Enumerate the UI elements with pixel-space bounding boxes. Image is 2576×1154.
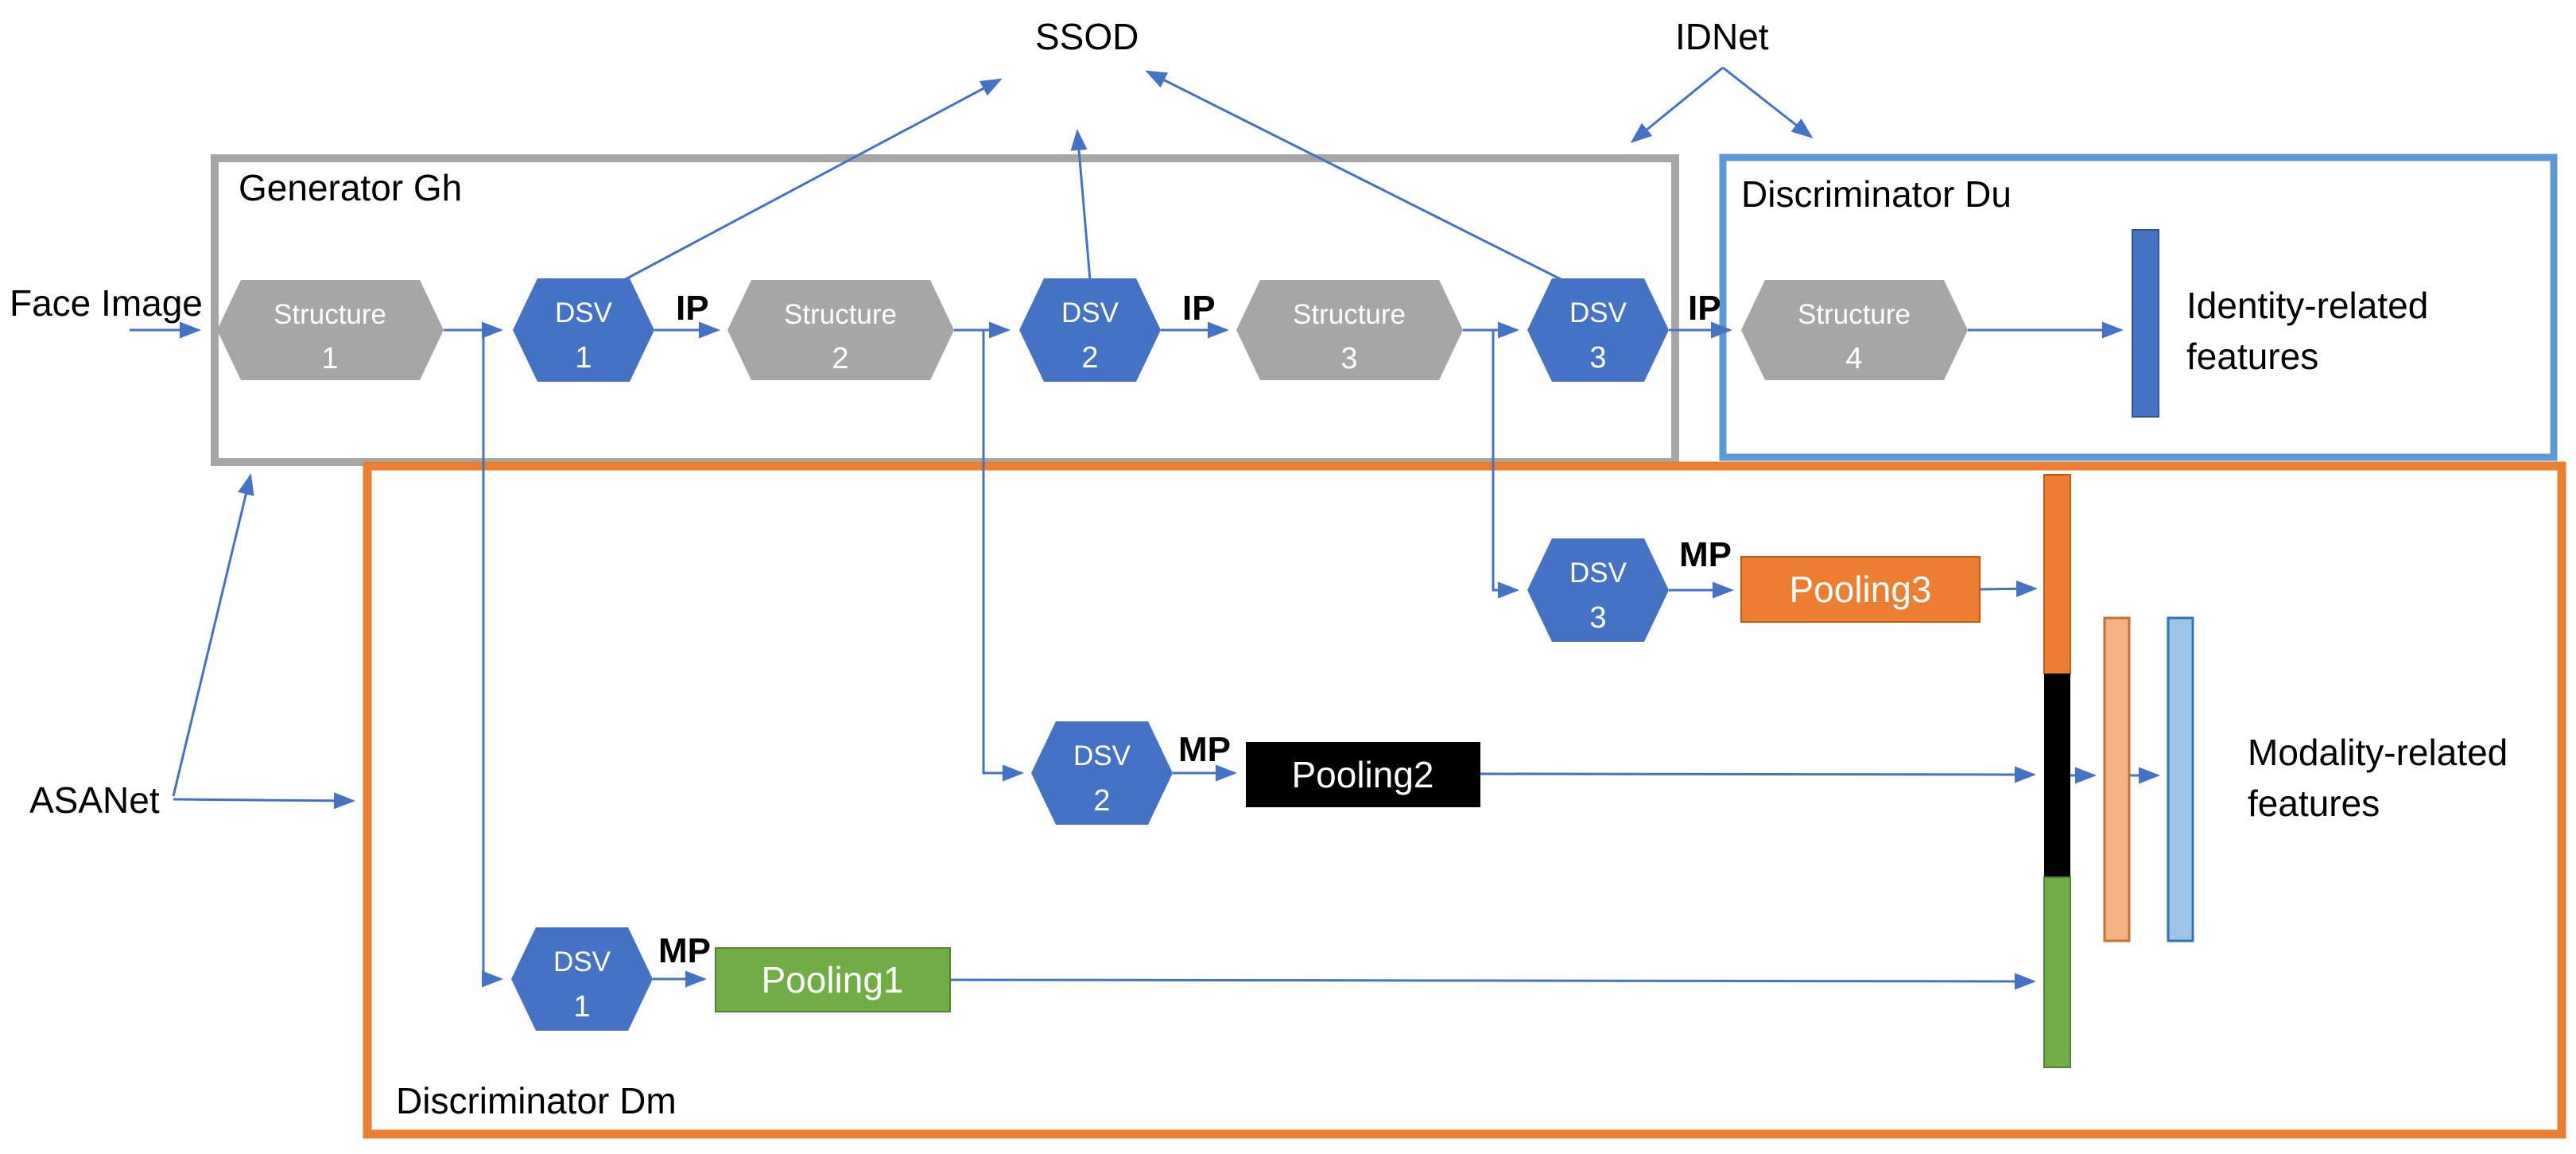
modality-features-line1: Modality-related	[2248, 732, 2508, 773]
arrow-idnet-to-generator	[1630, 66, 1724, 143]
discriminator-dm-box	[363, 461, 2566, 1139]
structure3-hexagon	[1236, 280, 1463, 380]
discriminator-du-box-title: Discriminator Du	[1741, 173, 2012, 215]
identity-features-label: Identity-related features	[2186, 285, 2428, 377]
structure4-title: Structure	[1798, 299, 1911, 330]
dsv3b-hexagon	[1527, 538, 1669, 642]
dsv2b-num: 2	[1093, 784, 1110, 818]
mp-label-1: MP	[658, 931, 711, 970]
dsv2b-title: DSV	[1073, 740, 1131, 771]
ip-label-3: IP	[1688, 289, 1721, 328]
dsv1b-hexagon	[511, 927, 653, 1031]
dsv3-num: 3	[1589, 341, 1606, 375]
dsv3b-node: DSV 3	[1527, 538, 1669, 642]
modality-bar-orange-segment	[2043, 474, 2071, 674]
dsv1-hexagon	[513, 278, 654, 382]
generator-box-title: Generator Gh	[239, 167, 462, 208]
identity-features-line1: Identity-related	[2186, 285, 2428, 326]
ssod-label: SSOD	[1035, 16, 1139, 57]
branch-to-dsv2b	[982, 330, 1024, 782]
branch-to-dsv1b	[482, 330, 503, 988]
structure2-title: Structure	[784, 299, 897, 330]
structure4-hexagon	[1741, 280, 1968, 380]
dsv3b-title: DSV	[1569, 558, 1627, 589]
modality-bar-salmon	[2103, 616, 2131, 942]
structure3-node: Structure 3	[1236, 280, 1463, 380]
ip-label-1: IP	[676, 289, 709, 328]
dsv1b-title: DSV	[553, 946, 611, 977]
dsv2-num: 2	[1081, 341, 1098, 375]
structure4-node: Structure 4	[1741, 280, 1968, 380]
identity-feature-bar	[2132, 229, 2159, 418]
idnet-label: IDNet	[1675, 16, 1769, 57]
pooling3-label: Pooling3	[1789, 569, 1931, 610]
arrow-dsv3-to-ssod	[1145, 70, 1563, 282]
asanet-label: ASANet	[29, 779, 160, 821]
modality-features-line2: features	[2248, 783, 2380, 824]
structure1-num: 1	[321, 342, 338, 375]
ip-label-2: IP	[1182, 289, 1216, 328]
structure1-hexagon	[217, 280, 444, 380]
pooling1-box	[715, 947, 951, 1012]
structure2-node: Structure 2	[727, 280, 954, 380]
modality-bar-lightblue	[2167, 616, 2194, 942]
dsv2-hexagon	[1019, 278, 1161, 382]
dsv2b-node: DSV 2	[1031, 721, 1173, 825]
dsv3-node: DSV 3	[1527, 278, 1669, 382]
dsv1-node: DSV 1	[513, 278, 654, 382]
arrow-pooling2-to-bar	[1480, 766, 2036, 783]
dsv3-title: DSV	[1569, 297, 1627, 328]
mp-label-2: MP	[1178, 730, 1231, 769]
pooling2-label: Pooling2	[1291, 754, 1433, 795]
pooling1-node: Pooling1	[715, 947, 951, 1012]
structure1-title: Structure	[274, 299, 386, 330]
pooling2-node: Pooling2	[1246, 742, 1480, 807]
pooling3-node: Pooling3	[1740, 556, 1980, 623]
dsv3b-num: 3	[1589, 601, 1606, 635]
dsv3-hexagon	[1527, 278, 1669, 382]
pooling1-label: Pooling1	[761, 959, 903, 1001]
dsv1b-node: DSV 1	[511, 927, 653, 1031]
dsv2-node: DSV 2	[1019, 278, 1161, 382]
discriminator-dm-box-title: Discriminator Dm	[396, 1080, 677, 1121]
discriminator-du-box	[1719, 153, 2558, 461]
dsv1-title: DSV	[555, 297, 613, 328]
dsv2b-hexagon	[1031, 721, 1173, 825]
structure2-num: 2	[832, 342, 848, 375]
arrow-dsv2-to-ssod	[1070, 129, 1092, 281]
modality-bar-green-segment	[2043, 876, 2071, 1068]
structure2-hexagon	[727, 280, 954, 380]
modality-bar-black-segment	[2044, 674, 2070, 877]
identity-features-line2: features	[2186, 336, 2318, 377]
structure3-title: Structure	[1293, 299, 1406, 330]
arrow-asanet-to-discriminator-dm	[173, 792, 355, 810]
structure1-node: Structure 1	[217, 280, 444, 380]
face-image-label: Face Image	[10, 282, 203, 324]
arrow-pooling1-to-bar	[949, 973, 2036, 990]
structure3-num: 3	[1340, 342, 1357, 375]
branch-to-dsv3b	[1492, 330, 1519, 599]
arrow-asanet-to-generator	[172, 473, 254, 797]
pooling3-box	[1740, 556, 1980, 623]
dsv1-num: 1	[575, 341, 592, 375]
pooling2-box	[1246, 742, 1480, 807]
mp-label-3: MP	[1679, 535, 1732, 574]
structure4-num: 4	[1845, 342, 1862, 375]
arrow-idnet-to-discriminator-du	[1722, 66, 1814, 138]
modality-features-label: Modality-related features	[2248, 732, 2508, 824]
arrow-dsv1-to-ssod	[623, 78, 1003, 282]
dsv1b-num: 1	[573, 990, 590, 1024]
dsv2-title: DSV	[1061, 297, 1119, 328]
